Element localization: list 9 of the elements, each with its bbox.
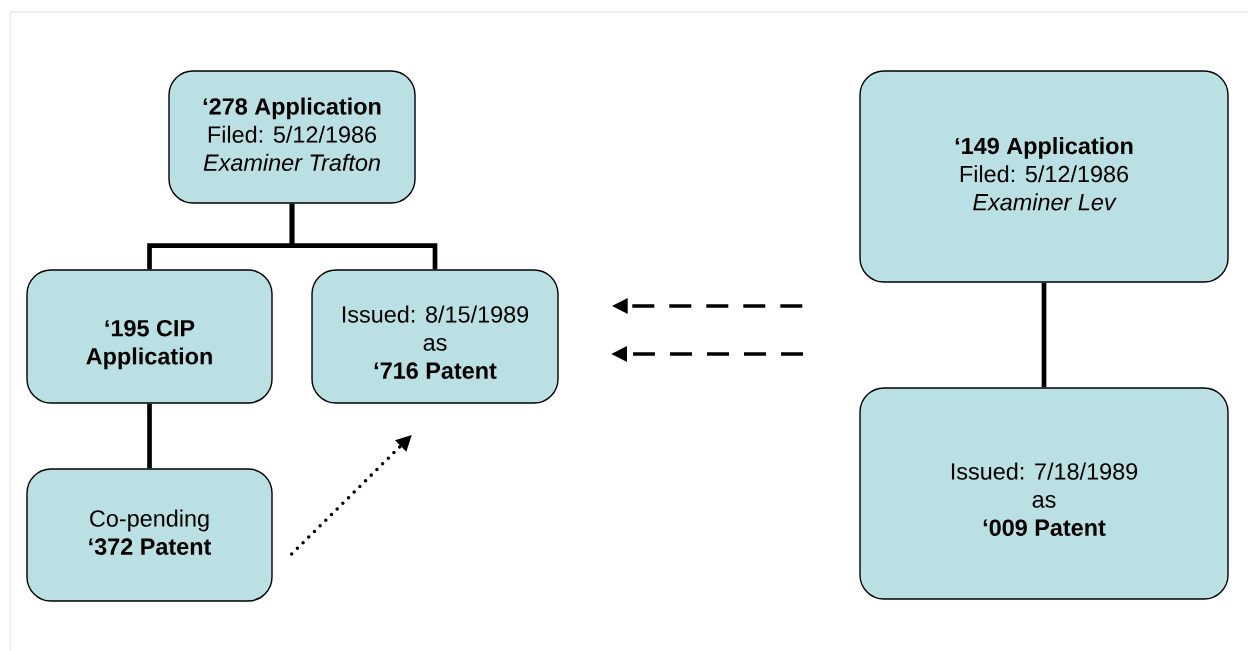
patent-box: Co-pending ‘372 Patent [26,468,273,602]
patent-box: Issued: 8/15/1989 as ‘716 Patent [311,269,559,404]
application-box: ‘149 Application Filed: 5/12/1986 Examiner Lev [859,70,1229,283]
connector-line [147,403,152,469]
application-box: ‘195 CIP Application [26,269,273,404]
patent-box: Issued: 7/18/1989 as ‘009 Patent [859,387,1229,600]
connector-line [1041,282,1047,388]
application-box: ‘278 Application Filed: 5/12/1986 Examiner Trafton [168,70,416,204]
connector-line [289,203,438,270]
